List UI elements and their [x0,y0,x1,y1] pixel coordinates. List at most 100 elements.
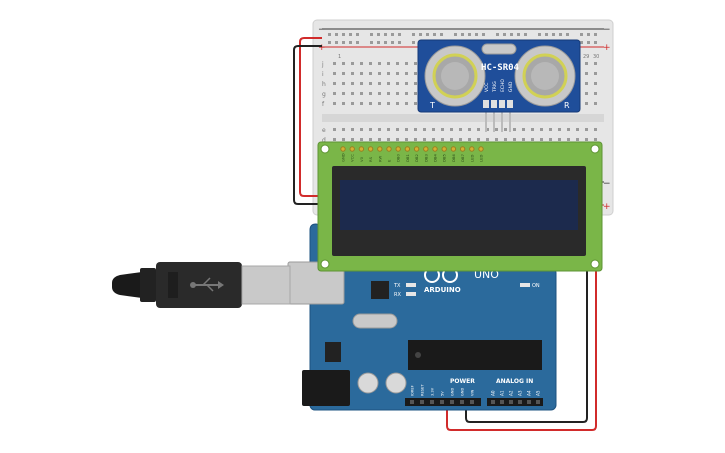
terminal-hole [594,72,597,75]
terminal-hole [369,128,372,131]
rail-hole [412,41,415,44]
analog-pin-label: A4 [527,390,532,396]
rail-hole [412,33,415,36]
terminal-hole [378,62,381,65]
rail-hole [594,33,597,36]
terminal-hole [486,128,489,131]
terminal-hole [387,72,390,75]
lcd-pin-hole [432,146,438,152]
terminal-hole [567,138,570,141]
lcd-pin-label: DB7 [460,153,465,162]
terminal-hole [468,138,471,141]
rail-hole [482,33,485,36]
terminal-hole [396,102,399,105]
rail-hole [580,33,583,36]
analog-label: ANALOG IN [496,378,533,385]
analog-header [487,398,543,406]
lcd-pin-hole [459,146,466,152]
usb-cable-collar [140,268,156,302]
usb-plug-metal [241,265,291,305]
rail-hole [538,33,541,36]
rail-plus-label-right: + [603,43,611,53]
terminal-hole [351,72,354,75]
terminal-hole [405,102,408,105]
rail-hole [370,41,373,44]
terminal-hole [450,128,453,131]
sensor-header-pin [507,100,513,108]
terminal-hole [423,128,426,131]
tx-led [406,283,416,287]
terminal-hole [378,128,381,131]
rail-hole [384,33,387,36]
terminal-hole [342,102,345,105]
rail-hole [461,33,464,36]
terminal-hole [333,138,336,141]
rail-hole [454,33,457,36]
lcd-pin-label: VCC [350,154,355,162]
terminal-hole [414,82,417,85]
terminal-hole [360,82,363,85]
terminal-hole [360,92,363,95]
rail-hole [419,33,422,36]
terminal-hole [414,128,417,131]
terminal-hole [414,138,417,141]
rail-hole [510,33,513,36]
terminal-hole [549,138,552,141]
terminal-hole [468,128,471,131]
board-crystal [352,313,398,329]
rail-hole [594,41,597,44]
header-hole [500,400,504,404]
lcd-pin-label: RW [377,156,382,162]
rail-hole [349,41,352,44]
rail-hole [440,33,443,36]
lcd-pin-label: LED [469,154,474,162]
header-hole [509,400,513,404]
lcd-pin-hole [469,146,475,152]
lcd-pin-label: DB1 [405,153,410,162]
terminal-hole [513,138,516,141]
terminal-hole [378,72,381,75]
rail-hole [370,33,373,36]
analog-pin-label: A2 [509,390,514,396]
terminal-hole [441,128,444,131]
rail-minus-label-bottom: − [603,179,611,189]
sensor-name: HC-SR04 [481,63,520,73]
header-hole [491,400,495,404]
rail-hole [335,33,338,36]
rail-hole [328,41,331,44]
rail-hole [377,33,380,36]
rail-hole [384,41,387,44]
terminal-hole [396,72,399,75]
rail-hole [426,33,429,36]
terminal-hole [333,82,336,85]
power-pin-label: GND [451,388,455,396]
header-hole [420,400,424,404]
terminal-hole [378,82,381,85]
lcd-pin-hole [367,146,374,152]
lcd-pin-label: GND [341,153,346,162]
rail-hole [377,41,380,44]
lcd-pin-hole [413,146,420,152]
terminal-hole [594,82,597,85]
lcd-mount-hole [320,259,330,269]
terminal-hole [378,92,381,95]
reset-button [371,281,389,299]
rail-hole [356,33,359,36]
terminal-hole [387,102,390,105]
wire-red-rail-to-lcd [299,37,322,197]
lcd-pin-hole [377,146,383,152]
sensor-corner-t: T [429,101,435,110]
terminal-hole [594,102,597,105]
col-number-30: 30 [593,54,599,60]
terminal-hole [585,102,588,105]
chip-notch [415,352,421,358]
lcd-pin-hole [340,146,346,152]
usb-cable [112,262,291,308]
terminal-hole [378,102,381,105]
terminal-hole [594,138,597,141]
terminal-hole [396,92,399,95]
terminal-hole [351,128,354,131]
terminal-hole [594,62,597,65]
